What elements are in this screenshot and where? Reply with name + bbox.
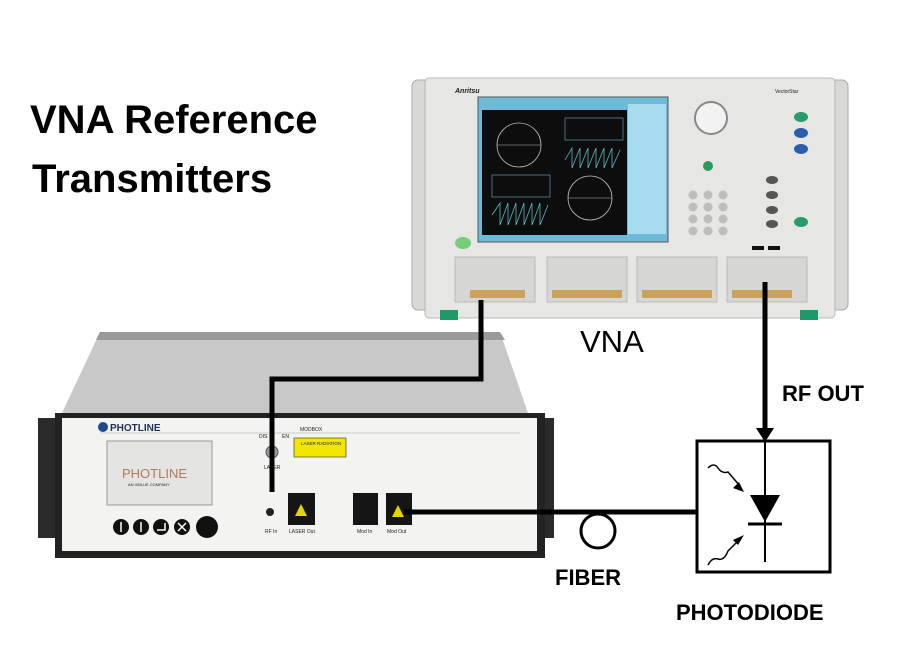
- vna-label: VNA: [580, 324, 644, 359]
- vna-brand: Anritsu: [454, 88, 480, 95]
- warning-text: LASER RADIATION: [301, 441, 341, 446]
- port-mod-in: Mod In: [357, 529, 373, 535]
- vna-screen: [482, 110, 627, 235]
- photline-transmitter: PHOTLINE MODBOX PHOTLINE AN iXBLUE COMPA…: [38, 332, 554, 558]
- fiber-label: FIBER: [555, 565, 621, 590]
- laser-warning-sticker: [293, 437, 347, 458]
- rf-cable-vna-to-rf-in: [269, 300, 484, 492]
- vna-model: VectorStar: [775, 89, 799, 95]
- photodiode-block: [695, 439, 832, 574]
- front-display: [106, 440, 213, 506]
- switch-en: EN: [282, 434, 289, 440]
- title-line2: Transmitters: [32, 157, 272, 201]
- vna-instrument: Anritsu VectorStar: [411, 77, 849, 320]
- port-mod-out: Mod Out: [387, 529, 407, 535]
- display-logo: PHOTLINE: [122, 466, 187, 481]
- rf-out-label: RF OUT: [782, 381, 864, 406]
- brand-logo: PHOTLINE: [110, 423, 161, 434]
- diode-icon: [750, 495, 780, 522]
- model-name: MODBOX: [300, 427, 323, 433]
- title-line1: VNA Reference: [30, 98, 318, 142]
- port-rf-in: RF In: [265, 529, 277, 535]
- display-tagline: AN iXBLUE COMPANY: [128, 482, 170, 487]
- photodiode-label: PHOTODIODE: [676, 600, 824, 625]
- switch-dis: DIS: [259, 434, 268, 440]
- fiber-loop: [579, 512, 617, 550]
- arrow-head-icon: [756, 428, 774, 442]
- light-arrow-icon: [707, 538, 741, 566]
- light-arrow-icon: [707, 464, 741, 487]
- port-laser-out: LASER Out: [289, 529, 315, 535]
